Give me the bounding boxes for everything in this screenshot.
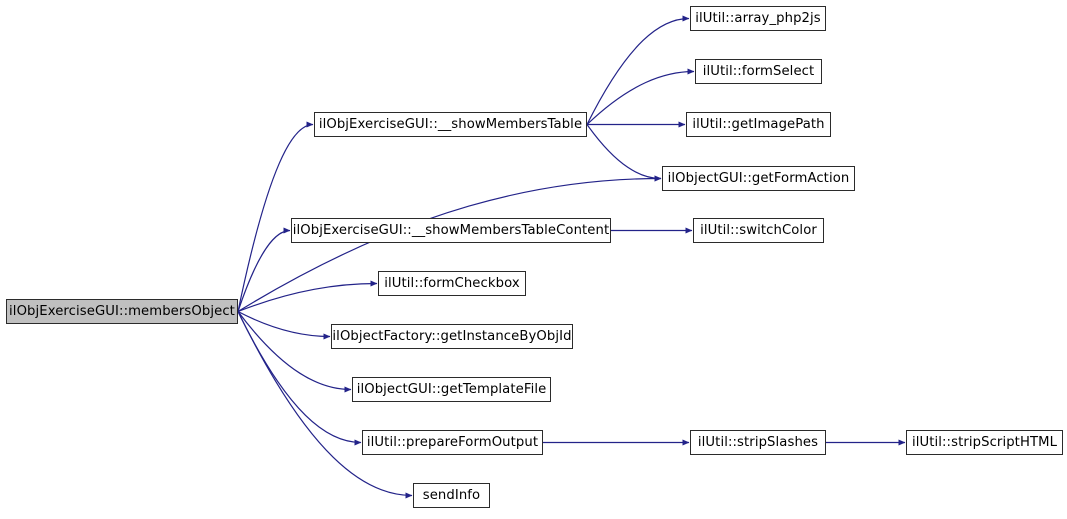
graph-node-label: ilUtil::switchColor	[700, 222, 817, 238]
graph-node-getImagePath[interactable]: ilUtil::getImagePath	[686, 112, 831, 137]
graph-node-array_php2js[interactable]: ilUtil::array_php2js	[690, 6, 826, 31]
graph-edge-membersObject-to-getTemplateFile	[237, 311, 352, 393]
graph-node-label: ilUtil::array_php2js	[695, 10, 821, 26]
graph-node-label: ilObjectFactory::getInstanceByObjId	[332, 328, 572, 344]
graph-edge-membersObject-to-getInstanceByObjId	[237, 310, 331, 340]
graph-edge-membersObject-to-showMembersTable	[237, 121, 314, 312]
graph-node-label: ilObjExerciseGUI::__showMembersTableCont…	[292, 222, 610, 238]
graph-node-stripSlashes[interactable]: ilUtil::stripSlashes	[690, 430, 826, 455]
graph-edge-membersObject-to-sendInfo	[237, 311, 413, 499]
graph-edge-showMembersTable-to-getFormAction	[586, 124, 662, 182]
graph-node-showMembersTable[interactable]: ilObjExerciseGUI::__showMembersTable	[314, 112, 587, 137]
graph-node-label: ilUtil::formSelect	[702, 63, 815, 79]
graph-edge-membersObject-to-formCheckbox	[237, 280, 378, 313]
graph-node-label: ilUtil::stripSlashes	[697, 434, 819, 450]
graph-node-getTemplateFile[interactable]: ilObjectGUI::getTemplateFile	[352, 377, 551, 402]
graph-edge-membersObject-to-showMembersTableContent	[237, 227, 291, 312]
graph-node-formSelect[interactable]: ilUtil::formSelect	[695, 59, 822, 84]
graph-node-formCheckbox[interactable]: ilUtil::formCheckbox	[378, 271, 526, 296]
graph-node-showMembersTableContent[interactable]: ilObjExerciseGUI::__showMembersTableCont…	[291, 218, 611, 243]
graph-node-label: ilUtil::getImagePath	[692, 116, 825, 132]
graph-node-label: ilUtil::prepareFormOutput	[366, 434, 539, 450]
graph-node-label: ilObjectGUI::getFormAction	[667, 170, 850, 186]
graph-node-label: ilObjExerciseGUI::__showMembersTable	[318, 116, 583, 132]
graph-edge-showMembersTable-to-array_php2js	[586, 15, 690, 125]
graph-node-getInstanceByObjId[interactable]: ilObjectFactory::getInstanceByObjId	[331, 324, 573, 349]
graph-node-stripScriptHTML[interactable]: ilUtil::stripScriptHTML	[906, 430, 1063, 455]
graph-node-label: sendInfo	[422, 487, 481, 503]
graph-node-label: ilUtil::stripScriptHTML	[911, 434, 1058, 450]
graph-node-switchColor[interactable]: ilUtil::switchColor	[693, 218, 824, 243]
graph-edge-showMembersTable-to-formSelect	[586, 68, 695, 125]
graph-node-label: ilObjectGUI::getTemplateFile	[356, 381, 547, 397]
graph-node-getFormAction[interactable]: ilObjectGUI::getFormAction	[662, 166, 855, 191]
graph-node-label: ilUtil::formCheckbox	[384, 275, 520, 291]
graph-edge-membersObject-to-getFormAction	[237, 175, 662, 313]
graph-node-sendInfo[interactable]: sendInfo	[413, 483, 490, 508]
graph-node-prepareFormOutput[interactable]: ilUtil::prepareFormOutput	[362, 430, 543, 455]
graph-node-membersObject[interactable]: ilObjExerciseGUI::membersObject	[6, 299, 238, 324]
graph-node-label: ilObjExerciseGUI::membersObject	[9, 303, 235, 319]
